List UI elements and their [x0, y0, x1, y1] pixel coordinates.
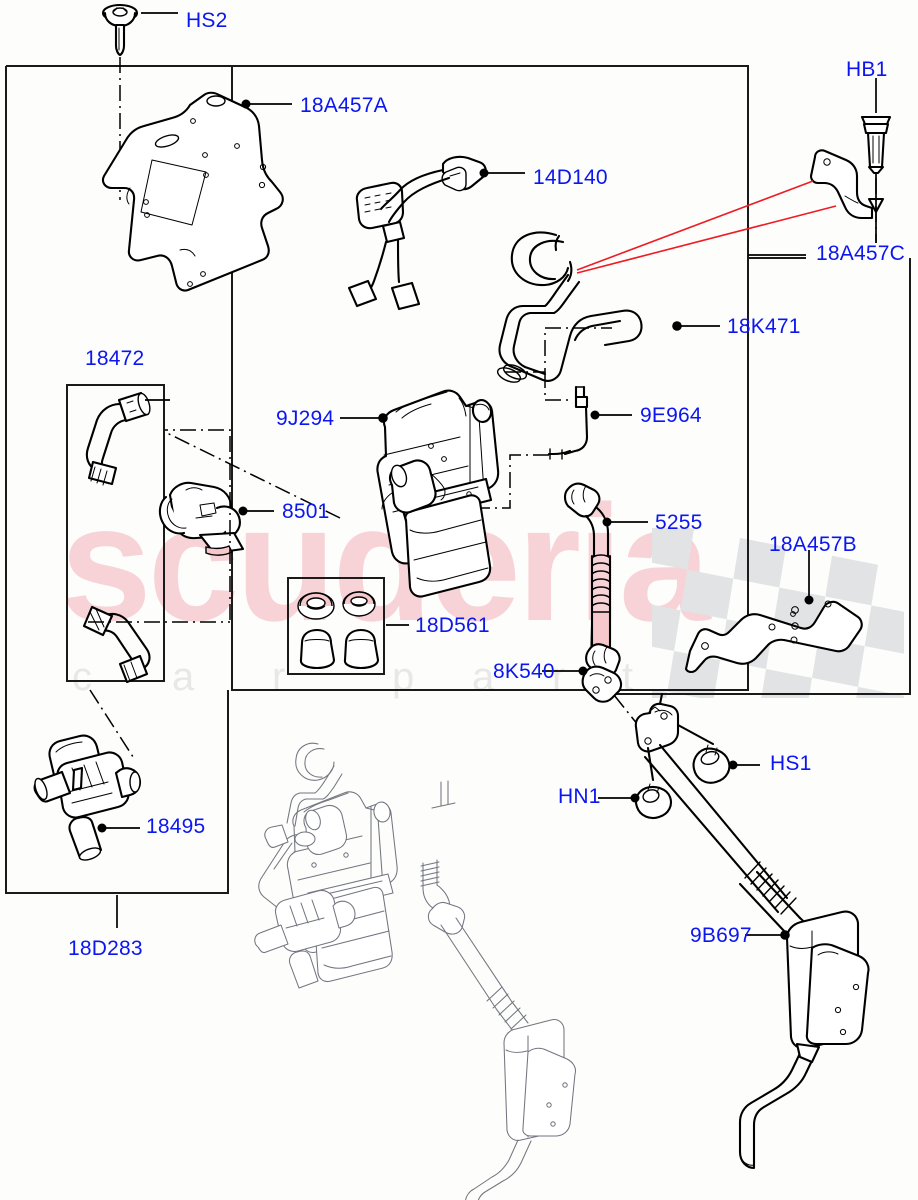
- callout-label-hn1[interactable]: HN1: [558, 785, 601, 808]
- part-bracket-18a457c: [809, 149, 874, 220]
- callout-label-8K540[interactable]: 8K540: [493, 660, 555, 683]
- part-thermostat-8501: [158, 429, 274, 620]
- svg-text:a: a: [472, 655, 495, 699]
- callout-label-18d283[interactable]: 18D283: [68, 937, 143, 960]
- part-mount-plate-hn1-hs1: [598, 692, 789, 914]
- callout-label-hs2[interactable]: HS2: [186, 9, 228, 32]
- part-fuel-line-9e964: [470, 385, 632, 509]
- part-water-pump-18495: [33, 734, 142, 928]
- part-exhaust-flex-5255: [542, 482, 651, 741]
- callout-label-18495[interactable]: 18495: [146, 815, 206, 838]
- grouping-boxes: [5, 65, 911, 894]
- svg-text:p: p: [392, 655, 414, 699]
- part-exhaust-pipe-18k471: [496, 231, 720, 401]
- part-wiring-harness-14d140: [347, 155, 525, 311]
- part-hose-upper-18472: [85, 391, 170, 486]
- callout-label-18d561[interactable]: 18D561: [415, 614, 490, 637]
- callout-label-18472[interactable]: 18472: [85, 347, 145, 370]
- callout-label-hb1[interactable]: HB1: [846, 58, 888, 81]
- part-muffler-9b697: [738, 861, 870, 1170]
- part-hose-lower-18472: [82, 605, 230, 761]
- callout-label-18a457a[interactable]: 18A457A: [300, 94, 388, 117]
- highlight-lines: [576, 180, 837, 274]
- callout-label-18a457c[interactable]: 18A457C: [816, 242, 905, 265]
- svg-text:r: r: [552, 655, 565, 699]
- callout-label-18k471[interactable]: 18K471: [727, 315, 801, 338]
- svg-text:c: c: [72, 655, 92, 699]
- part-bracket-18a457a: [101, 91, 292, 292]
- callout-label-14d140[interactable]: 14D140: [533, 166, 608, 189]
- callout-label-18a457b[interactable]: 18A457B: [769, 533, 857, 556]
- svg-text:a: a: [172, 655, 195, 699]
- svg-text:r: r: [272, 655, 285, 699]
- part-grommet-plug-kit-18d561: [297, 591, 409, 670]
- callout-label-5255[interactable]: 5255: [655, 511, 703, 534]
- svg-text:t: t: [622, 655, 633, 699]
- part-heater-unit-9j294: [164, 389, 500, 598]
- callout-label-9e964[interactable]: 9E964: [640, 404, 702, 427]
- callout-label-9j294[interactable]: 9J294: [276, 407, 335, 430]
- callout-label-9b697[interactable]: 9B697: [690, 924, 752, 947]
- part-screw-hs2: [101, 3, 178, 200]
- part-bracket-18a457b: [684, 550, 863, 674]
- callout-label-8501[interactable]: 8501: [282, 500, 330, 523]
- callout-label-hs1[interactable]: HS1: [770, 752, 812, 775]
- ghost-assembly-reference: [254, 742, 577, 1200]
- part-bolt-hb1: [860, 78, 892, 243]
